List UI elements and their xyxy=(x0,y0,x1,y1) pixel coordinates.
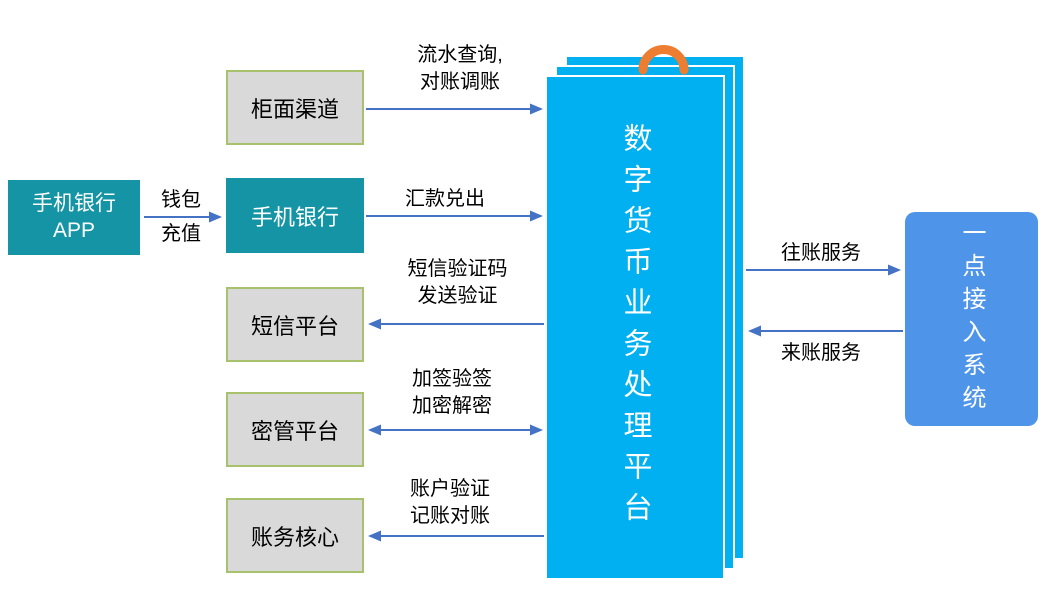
flow-label-counter-query: 流水查询, 对账调账 xyxy=(382,42,538,96)
flow-label-account-verify: 账户验证 记账对账 xyxy=(380,476,520,530)
sms-platform-box: 短信平台 xyxy=(226,287,364,362)
mobile-app-label-line1: 手机银行 xyxy=(32,192,116,216)
counter-channel-label: 柜面渠道 xyxy=(250,96,339,122)
mobile-app-label-line2: APP xyxy=(52,218,96,242)
mobile-banking-box: 手机银行 xyxy=(226,178,364,253)
accounting-core-box: 账务核心 xyxy=(226,498,364,573)
flow-label-sign-encrypt-line2: 加密解密 xyxy=(412,395,492,417)
flow-label-sms-verify-line2: 发送验证 xyxy=(417,285,498,307)
access-system-label: 一点接入系统 xyxy=(958,220,985,418)
mobile-banking-label: 手机银行 xyxy=(250,204,339,230)
flow-label-sms-verify-line1: 短信验证码 xyxy=(407,258,508,280)
platform-box: 数字货币业务处理平台 xyxy=(545,75,725,580)
flow-label-counter-query-line1: 流水查询, xyxy=(417,44,503,66)
sms-platform-label: 短信平台 xyxy=(250,313,339,339)
flow-label-sign-encrypt: 加签验签 加密解密 xyxy=(382,366,522,420)
flow-label-sms-verify: 短信验证码 发送验证 xyxy=(375,256,540,310)
platform-label: 数字货币业务处理平台 xyxy=(619,122,651,533)
flow-label-sign-encrypt-line1: 加签验签 xyxy=(412,368,492,390)
flow-label-remittance: 汇款兑出 xyxy=(405,188,485,210)
crypto-platform-box: 密管平台 xyxy=(226,392,364,467)
flow-label-account-verify-line2: 记账对账 xyxy=(410,505,490,527)
flow-label-wallet-line2: 充值 xyxy=(161,223,201,245)
flow-label-counter-query-line2: 对账调账 xyxy=(420,71,500,93)
mobile-app-box: 手机银行 APP xyxy=(8,180,140,255)
flow-label-wallet-line1: 钱包 xyxy=(161,189,201,211)
crypto-platform-label: 密管平台 xyxy=(250,418,339,444)
flow-label-incoming: 来账服务 xyxy=(781,342,861,364)
flow-label-account-verify-line1: 账户验证 xyxy=(410,478,490,500)
accounting-core-label: 账务核心 xyxy=(250,524,339,550)
counter-channel-box: 柜面渠道 xyxy=(226,70,364,145)
access-system-box: 一点接入系统 xyxy=(905,212,1038,426)
flow-label-outgoing: 往账服务 xyxy=(781,242,861,264)
